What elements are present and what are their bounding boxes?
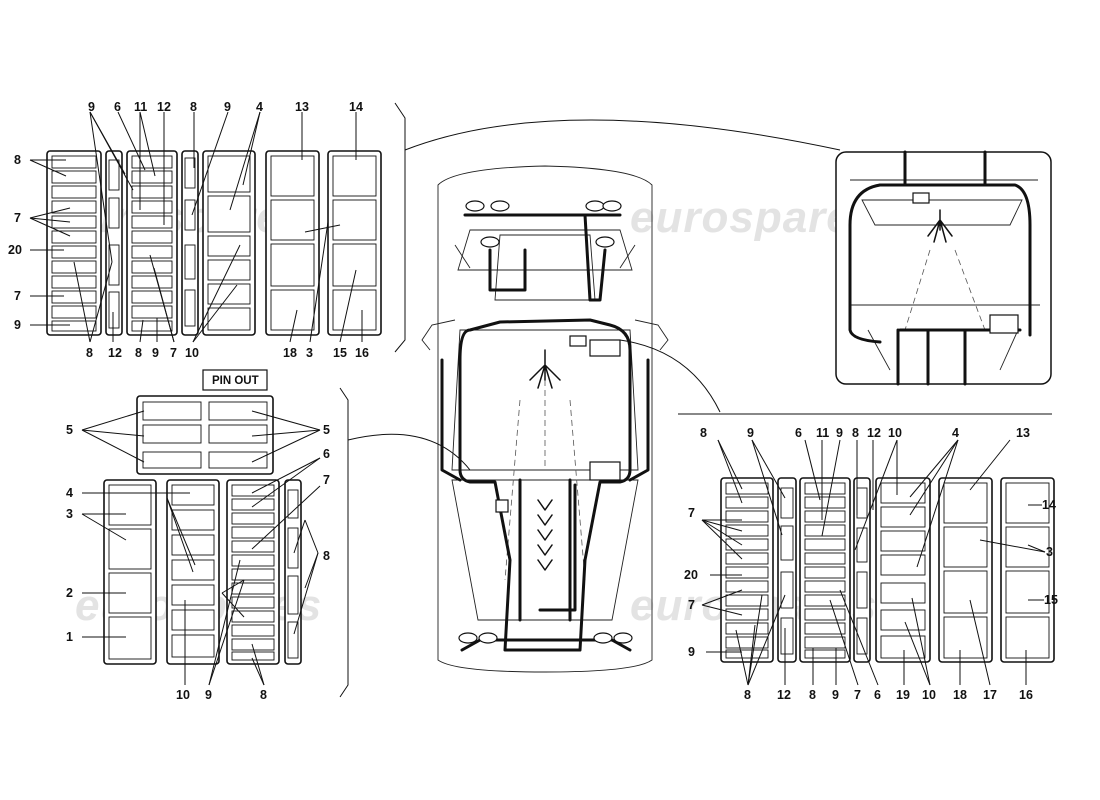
callout: 3 [66,507,73,521]
callout: 8 [700,426,707,440]
callout: 1 [66,630,73,644]
callout: 9 [152,346,159,360]
callout: 9 [205,688,212,702]
relay-strip [181,150,199,336]
callout: 6 [795,426,802,440]
callout: 6 [323,447,330,461]
callout: 8 [86,346,93,360]
callout: 7 [170,346,177,360]
callout: 9 [88,100,95,114]
callout: 3 [1046,545,1053,559]
callout: 19 [896,688,910,702]
callout: 8 [323,549,330,563]
callout: 14 [349,100,363,114]
callout: 16 [355,346,369,360]
callout: 7 [688,506,695,520]
callout: 18 [953,688,967,702]
callout: 8 [190,100,197,114]
callout: 7 [688,598,695,612]
callout: 10 [176,688,190,702]
pin-out-section: PIN OUT [66,369,349,702]
callout: 5 [66,423,73,437]
callout: 16 [1019,688,1033,702]
callout: 20 [8,243,22,257]
callout: 18 [283,346,297,360]
fuse-panel-top-left: 9 6 11 12 8 9 4 13 14 8 7 20 7 9 8 12 8 … [8,100,406,360]
callout: 9 [14,318,21,332]
callout: 4 [66,486,73,500]
callout: 11 [134,100,147,114]
callout: 8 [14,153,21,167]
callout: 8 [852,426,859,440]
callout: 6 [874,688,881,702]
fuse-panel-bottom-right: 8 9 6 11 9 12 10 4 13 14 8 7 20 7 9 3 15… [678,413,1058,702]
car-body-outline [437,165,653,673]
callout: 10 [922,688,936,702]
callout: 8 [744,688,751,702]
callout: 13 [1016,426,1030,440]
callout: 2 [66,586,73,600]
callout: 9 [688,645,695,659]
callout: 10 [185,346,199,360]
relay-strip [105,150,123,336]
callout: 15 [333,346,347,360]
relay-box-panel [327,150,382,336]
callout: 8 [135,346,142,360]
section-bracket [339,387,349,698]
pin-out-label: PIN OUT [212,375,259,387]
callout: 12 [157,100,171,114]
connector-strip [284,479,302,665]
callout: 7 [854,688,861,702]
watermark: eurospares [630,193,877,242]
callout: 7 [323,473,330,487]
callout: 7 [14,211,21,225]
callout: 5 [323,423,330,437]
callout: 15 [1044,593,1058,607]
callout: 9 [747,426,754,440]
callout: 8 [809,688,816,702]
callout: 12 [108,346,122,360]
callout: 14 [1042,498,1056,512]
detail-inset [835,150,1052,386]
callout: 17 [983,688,997,702]
callout: 6 [114,100,121,114]
callout: 4 [952,426,959,440]
pin-out-badge [202,369,268,391]
callout: 13 [295,100,309,114]
section-bracket [394,102,406,353]
callout: 12 [867,426,881,440]
callout: 9 [836,426,843,440]
callout: 3 [306,346,313,360]
callout: 4 [256,100,263,114]
callout: 9 [832,688,839,702]
callout: 12 [777,688,791,702]
callout: 7 [14,289,21,303]
callout: 11 [816,426,829,440]
fuse-slots [51,155,97,332]
callout: 20 [684,568,698,582]
callout: 10 [888,426,902,440]
callout: 9 [224,100,231,114]
relay-box-panel [265,150,320,336]
callout: 8 [260,688,267,702]
car-wiring-overview [347,119,841,673]
